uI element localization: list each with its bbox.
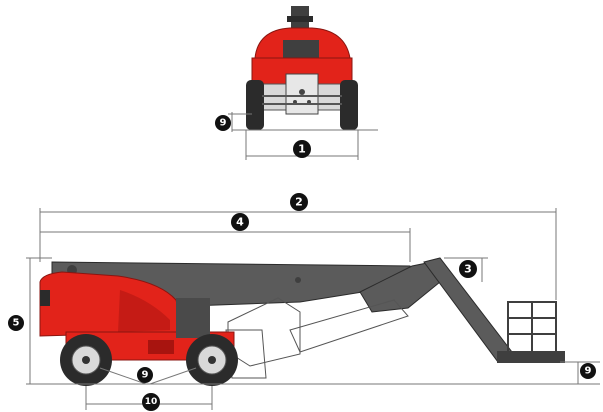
dimension-lines (26, 208, 600, 410)
svg-text:1: 1 (298, 143, 306, 156)
svg-text:9: 9 (142, 370, 149, 381)
callout-5: 5 (8, 315, 24, 331)
svg-text:5: 5 (13, 318, 20, 329)
platform-basket (497, 301, 565, 363)
turntable (176, 298, 210, 338)
svg-text:2: 2 (295, 196, 303, 209)
callout-9-front: 9 (215, 115, 231, 131)
svg-text:9: 9 (220, 118, 227, 129)
front-right-tire (340, 80, 358, 130)
rear-wheel (60, 334, 112, 386)
svg-text:3: 3 (464, 263, 472, 276)
callout-9-platform: 9 (580, 363, 596, 379)
svg-text:4: 4 (236, 216, 244, 229)
svg-text:9: 9 (585, 366, 592, 377)
front-left-tire (246, 80, 264, 130)
callout-2: 2 (290, 193, 308, 211)
front-wheel (186, 334, 238, 386)
side-view (26, 208, 600, 410)
front-view (228, 6, 378, 160)
callout-1: 1 (293, 140, 311, 158)
callout-10: 10 (142, 393, 160, 411)
svg-text:10: 10 (145, 397, 158, 407)
callout-9-wheel: 9 (137, 367, 153, 383)
callout-3: 3 (459, 260, 477, 278)
callout-4: 4 (231, 213, 249, 231)
